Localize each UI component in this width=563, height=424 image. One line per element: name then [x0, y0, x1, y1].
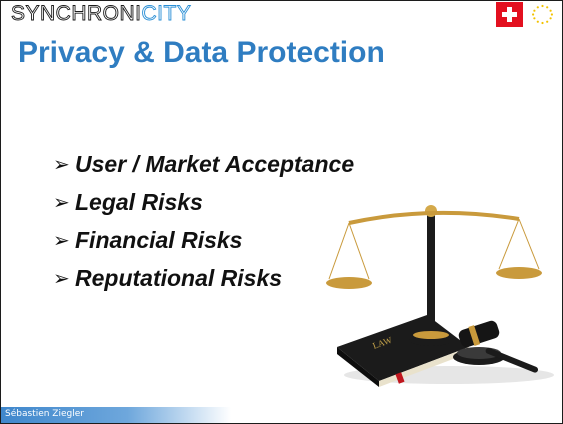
bullet-label: User / Market Acceptance [75, 150, 355, 177]
flags [496, 2, 556, 27]
bullet-item: ➢Financial Risks [53, 221, 354, 259]
brand-text-highlight: CITY [141, 2, 192, 26]
brand-text: SYNCHRONI [11, 2, 142, 26]
brand-logo: SYNCHRONICITY [11, 2, 192, 26]
bullet-label: Legal Risks [75, 188, 203, 215]
arrow-bullet-icon: ➢ [53, 228, 70, 252]
gavel-icon [453, 320, 539, 373]
footer-bar: Sébastien Ziegler [1, 407, 231, 423]
eu-flag-icon [529, 2, 556, 27]
bullet-item: ➢Legal Risks [53, 183, 354, 221]
justice-scales-illustration: LAW [326, 205, 554, 387]
bullet-item: ➢Reputational Risks [53, 259, 354, 297]
bullet-list: ➢User / Market Acceptance ➢Legal Risks ➢… [53, 145, 354, 297]
bullet-label: Reputational Risks [75, 264, 283, 291]
footer-author: Sébastien Ziegler [5, 409, 84, 419]
bullet-label: Financial Risks [75, 226, 243, 253]
slide-title: Privacy & Data Protection [18, 36, 385, 69]
arrow-bullet-icon: ➢ [53, 152, 70, 176]
arrow-bullet-icon: ➢ [53, 190, 70, 214]
swiss-flag-icon [496, 2, 523, 27]
arrow-bullet-icon: ➢ [53, 266, 70, 290]
bullet-item: ➢User / Market Acceptance [53, 145, 354, 183]
